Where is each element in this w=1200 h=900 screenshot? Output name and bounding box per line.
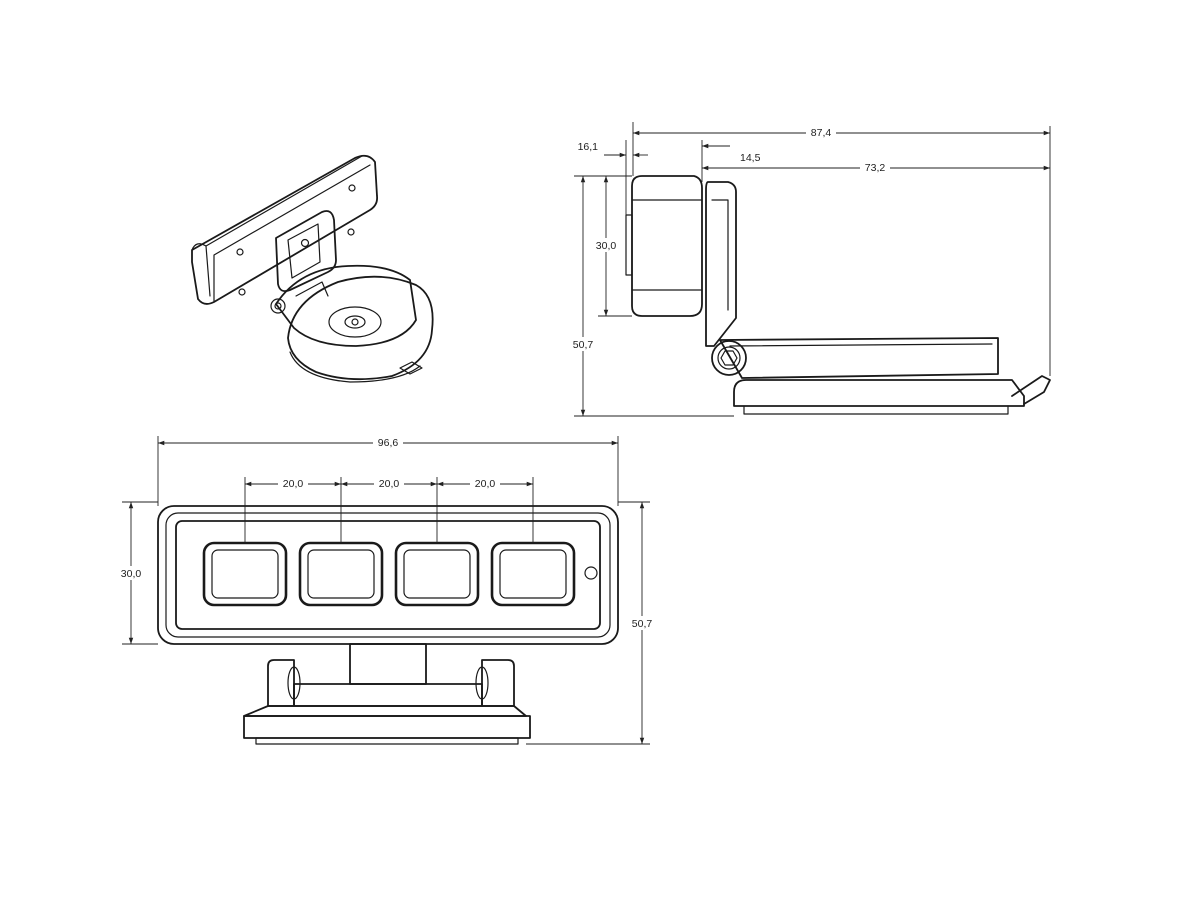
- front-view: 96,6 20,0 20,0 20,0 30,0 50,7: [117, 436, 656, 745]
- dim-led-pitch: 20,0: [283, 478, 304, 490]
- side-lamp-head: [625, 175, 737, 347]
- dim-front-overall-width: 96,6: [378, 437, 399, 449]
- dim-hinge-offset: 14,5: [740, 152, 761, 164]
- isometric-view: [191, 154, 434, 383]
- front-lamp-housing: [157, 505, 619, 645]
- led-window: [202, 541, 288, 607]
- dim-led-pitch: 20,0: [379, 478, 400, 490]
- dim-base-depth: 73,2: [865, 162, 886, 174]
- iso-suction-base: [270, 264, 434, 383]
- led-window: [298, 541, 384, 607]
- dim-front-lamp-height: 30,0: [121, 568, 142, 580]
- side-base: [711, 337, 1051, 415]
- side-view: 87,4 16,1 14,5 73,2 30,0 50,7: [569, 122, 1051, 417]
- iso-lamp-body: [191, 154, 379, 305]
- dim-lamp-depth: 16,1: [578, 141, 599, 153]
- dim-side-lamp-height: 30,0: [596, 240, 617, 252]
- front-led-windows: [202, 541, 576, 607]
- led-window: [490, 541, 576, 607]
- dim-led-pitch: 20,0: [475, 478, 496, 490]
- side-dimensions: [574, 122, 1051, 417]
- led-window: [394, 541, 480, 607]
- dim-side-overall-height: 50,7: [573, 339, 594, 351]
- dim-front-overall-height: 50,7: [632, 618, 653, 630]
- front-stand-base: [243, 643, 531, 745]
- dim-overall-depth: 87,4: [811, 127, 832, 139]
